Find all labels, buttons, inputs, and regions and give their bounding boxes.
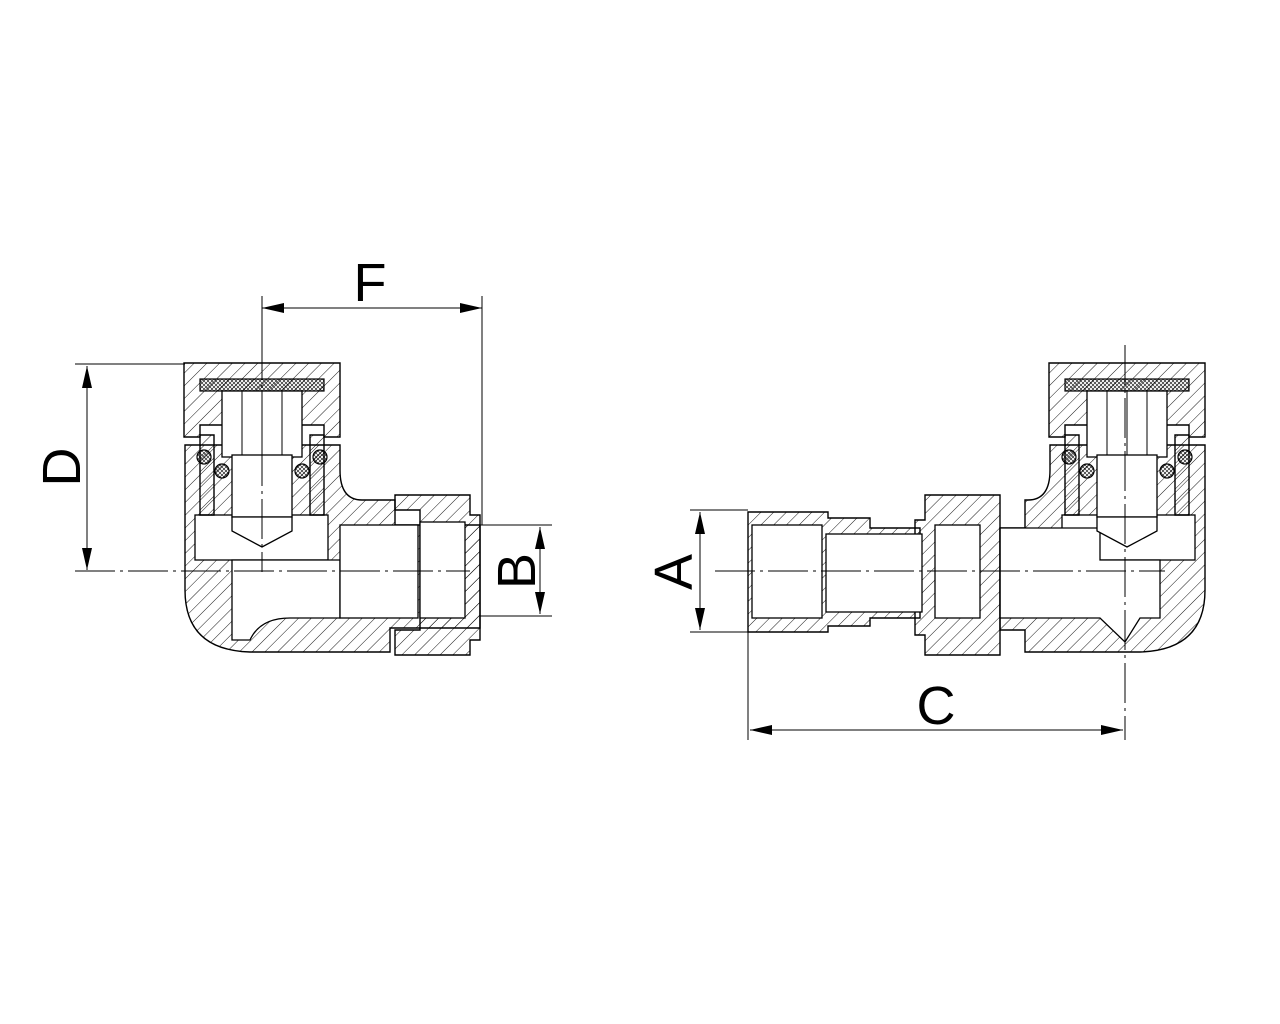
dimension-b — [480, 524, 552, 617]
dimension-a-label: A — [644, 554, 704, 590]
dimension-f — [261, 296, 483, 525]
dimension-c — [747, 632, 1123, 740]
dimension-a — [690, 509, 748, 633]
dimension-d-label: D — [32, 448, 92, 487]
right-elbow-valve-section — [747, 362, 1206, 656]
dimension-b-label: B — [487, 553, 547, 589]
dimension-c-label: C — [917, 676, 956, 736]
left-elbow-valve-section — [183, 362, 481, 656]
dimension-f-label: F — [354, 253, 387, 313]
dimension-d — [75, 363, 185, 570]
